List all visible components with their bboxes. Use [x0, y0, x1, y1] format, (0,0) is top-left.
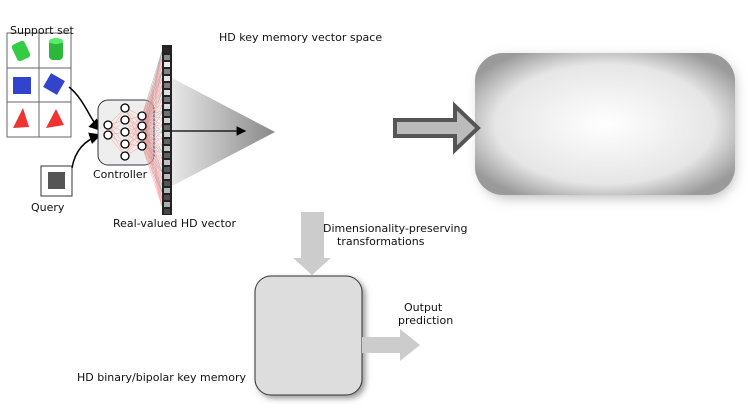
vector-cell — [164, 146, 170, 151]
neuron-node — [120, 115, 130, 125]
neuron-node — [137, 111, 147, 121]
cylinder-icon — [11, 40, 31, 62]
vector-cell — [164, 188, 170, 193]
vector-cell — [164, 132, 170, 137]
hd-vector-bar — [162, 45, 172, 215]
vector-cell — [164, 160, 170, 165]
transform-label-2: transformations — [337, 235, 425, 248]
controller-network — [97, 47, 164, 210]
vector-cell — [164, 90, 170, 95]
vector-cell — [164, 76, 170, 81]
neuron-node — [137, 121, 147, 131]
cube-icon — [43, 73, 65, 95]
neuron-node — [137, 141, 147, 151]
pyramid-icon — [46, 109, 64, 128]
hollow-arrow-icon — [393, 101, 481, 155]
vector-cell — [164, 153, 170, 158]
transform-label-1: Dimensionality-preserving — [323, 222, 468, 235]
output-label-2: prediction — [398, 314, 454, 327]
vector-cell — [164, 62, 170, 67]
neuron-node — [120, 127, 130, 137]
cube-icon — [13, 77, 31, 94]
vector-cell — [164, 118, 170, 123]
vector-cell — [164, 125, 170, 130]
output-arrow-icon — [362, 329, 420, 361]
vector-cell — [164, 83, 170, 88]
binary-memory-box — [254, 275, 363, 396]
vector-cell — [164, 69, 170, 74]
vector-cell — [164, 55, 170, 60]
projection-cone — [172, 78, 275, 186]
vector-cell — [164, 111, 170, 116]
neuron-node — [137, 131, 147, 141]
vector-cell — [164, 202, 170, 207]
neuron-node — [120, 139, 130, 149]
vector-cell — [164, 181, 170, 186]
real-valued-label: Real-valued HD vector — [113, 217, 237, 230]
binary-memory-label: HD binary/bipolar key memory — [77, 371, 247, 384]
down-arrow-icon — [293, 212, 331, 275]
query-label: Query — [31, 201, 65, 214]
vector-cell — [164, 167, 170, 172]
neuron-node — [103, 120, 113, 130]
vector-cell — [164, 97, 170, 102]
neuron-node — [120, 103, 130, 113]
support-set-grid — [6, 32, 72, 138]
cylinder-icon — [49, 38, 63, 60]
key-space-label: HD key memory vector space — [219, 31, 383, 44]
output-label-1: Output — [404, 301, 443, 314]
key-memory-space — [475, 53, 735, 195]
vector-cell — [164, 174, 170, 179]
vector-cell — [164, 139, 170, 144]
support-set-label: Support set — [10, 24, 74, 37]
vector-cell — [164, 48, 170, 53]
neuron-node — [120, 151, 130, 161]
vector-cell — [164, 195, 170, 200]
pyramid-icon — [13, 108, 29, 128]
controller-label: Controller — [93, 168, 148, 181]
query-cube-icon — [48, 172, 65, 189]
vector-cell — [164, 209, 170, 214]
vector-cell — [164, 104, 170, 109]
neuron-node — [103, 130, 113, 140]
query-box — [40, 165, 73, 197]
